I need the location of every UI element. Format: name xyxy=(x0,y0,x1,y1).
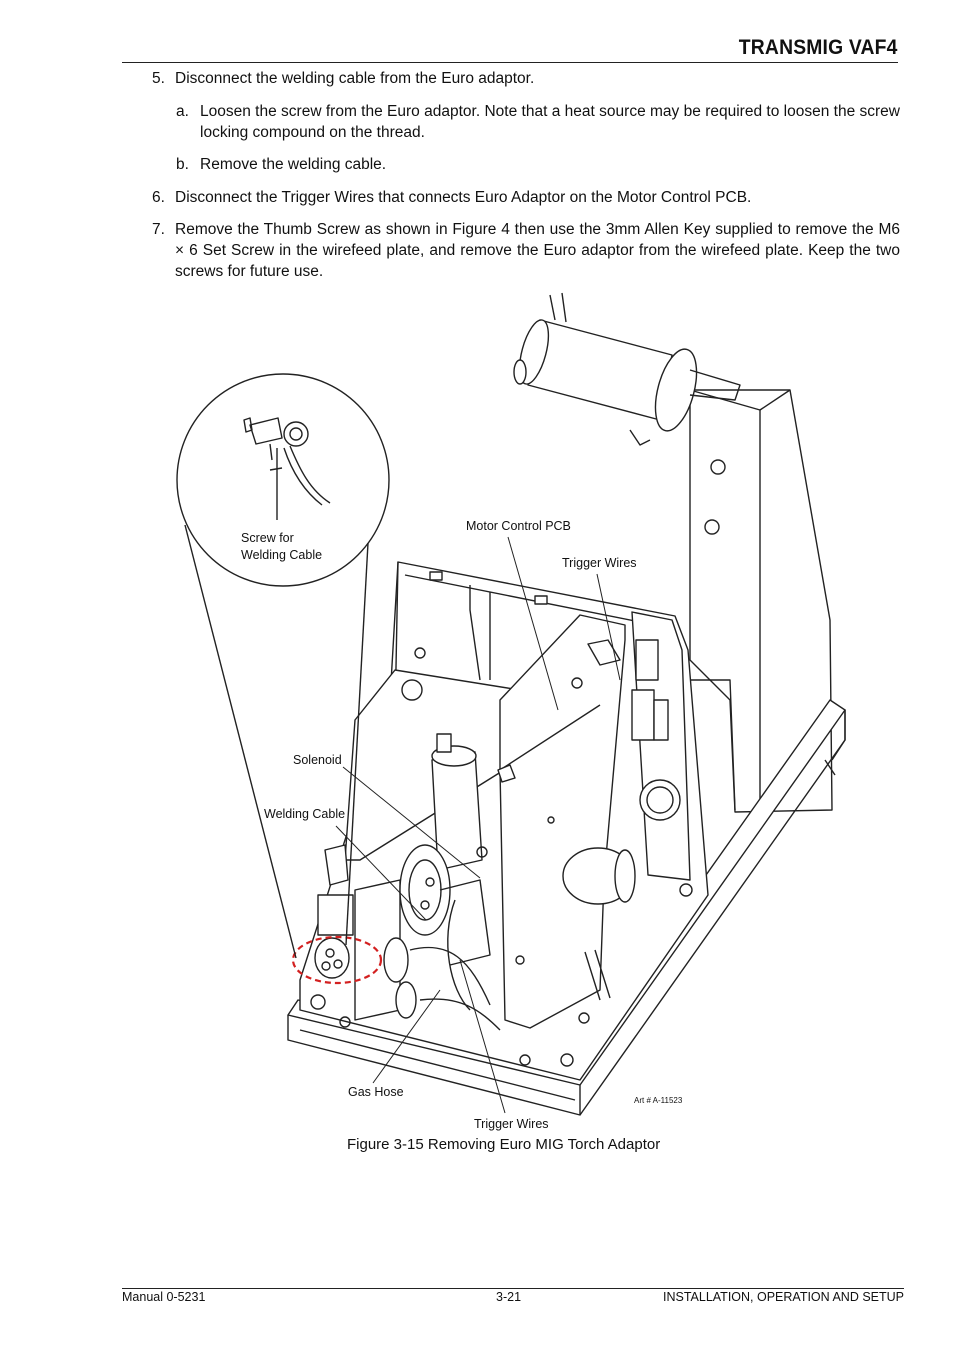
label-screw-line2: Welding Cable xyxy=(241,548,322,562)
step-5-number: 5. xyxy=(152,70,165,87)
step-6-number: 6. xyxy=(152,189,165,206)
control-pcb xyxy=(631,611,736,881)
footer-manual-number: Manual 0-5231 xyxy=(122,1290,206,1304)
label-trigger-wires-top: Trigger Wires xyxy=(562,556,637,570)
label-trigger-wires-bottom: Trigger Wires xyxy=(474,1117,549,1131)
label-screw-line1: Screw for xyxy=(241,531,294,545)
header-rule xyxy=(122,62,898,63)
step-7-text: Remove the Thumb Screw as shown in Figur… xyxy=(175,221,900,280)
spool-tower xyxy=(689,389,846,813)
highlight-ellipse xyxy=(291,935,383,985)
step-7-number: 7. xyxy=(152,221,165,238)
spool-hub xyxy=(513,292,741,446)
art-number: Art # A-11523 xyxy=(634,1096,683,1105)
base-tray xyxy=(287,699,846,1116)
figure-caption: Figure 3-15 Removing Euro MIG Torch Adap… xyxy=(347,1136,661,1153)
detail-callout xyxy=(176,373,390,959)
document-title: TRANSMIG VAF4 xyxy=(739,36,898,59)
leader-lines xyxy=(335,536,621,1114)
step-5b-text: Remove the welding cable. xyxy=(200,156,387,173)
step-5a-text: Loosen the screw from the Euro adaptor. … xyxy=(200,103,900,141)
label-welding-cable: Welding Cable xyxy=(264,807,345,821)
label-motor-control-pcb: Motor Control PCB xyxy=(466,519,571,533)
footer-page-number: 3-21 xyxy=(496,1290,522,1304)
step-5a-number: a. xyxy=(176,103,189,120)
solenoid xyxy=(431,733,483,871)
footer-rule xyxy=(122,1288,904,1289)
footer-section-title: INSTALLATION, OPERATION AND SETUP xyxy=(662,1290,904,1304)
step-5b-number: b. xyxy=(176,156,189,173)
step-5-text: Disconnect the welding cable from the Eu… xyxy=(175,70,535,87)
label-solenoid: Solenoid xyxy=(293,753,342,767)
step-6-text: Disconnect the Trigger Wires that connec… xyxy=(175,189,752,206)
label-gas-hose: Gas Hose xyxy=(348,1085,404,1099)
